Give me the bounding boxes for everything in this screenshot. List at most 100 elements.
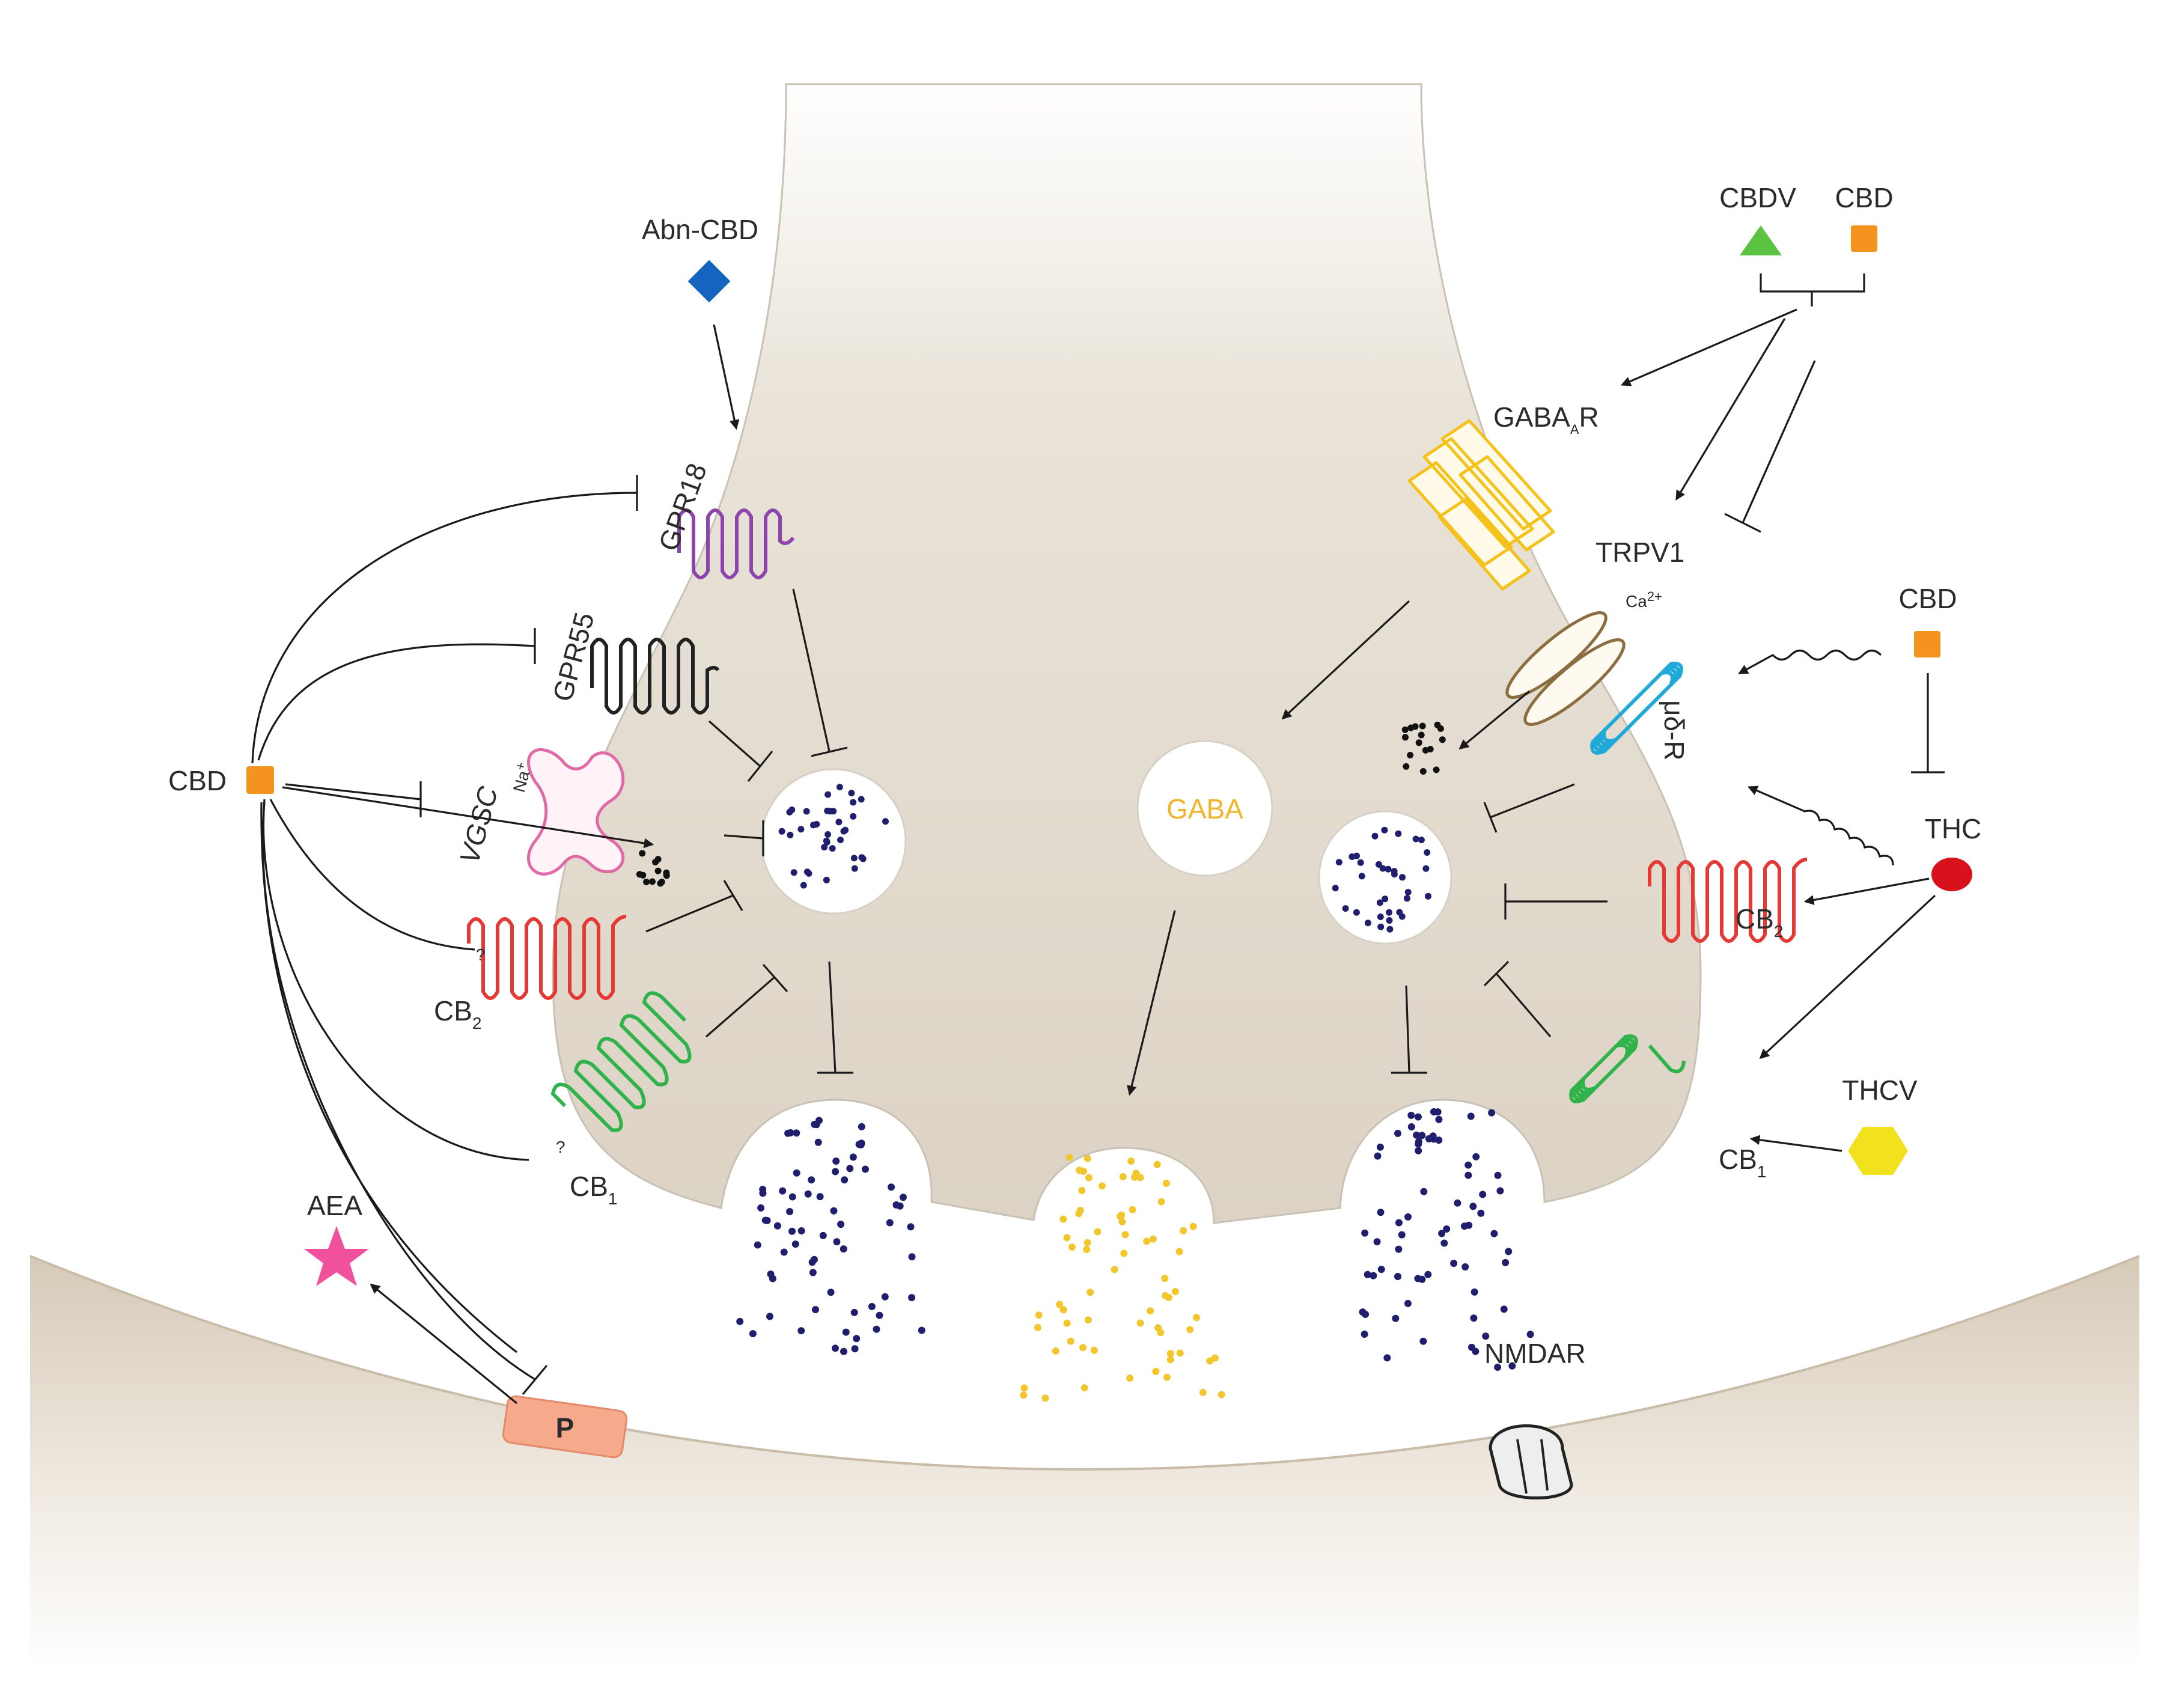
neurotransmitter-dot bbox=[1418, 837, 1425, 844]
neurotransmitter-dot bbox=[829, 845, 836, 852]
neurotransmitter-dot bbox=[1415, 1147, 1422, 1154]
neurotransmitter-dot bbox=[1494, 1171, 1502, 1179]
neurotransmitter-dot bbox=[1373, 1238, 1381, 1246]
neurotransmitter-dot bbox=[1353, 909, 1360, 916]
neurotransmitter-dot bbox=[1376, 1143, 1384, 1151]
neurotransmitter-dot bbox=[1415, 739, 1422, 746]
neurotransmitter-dot bbox=[1166, 1356, 1174, 1364]
p-label: P bbox=[556, 1412, 575, 1444]
neurotransmitter-dot bbox=[1398, 1231, 1406, 1239]
neurotransmitter-dot bbox=[1377, 923, 1385, 930]
neurotransmitter-dot bbox=[1078, 1186, 1086, 1194]
neurotransmitter-dot bbox=[1034, 1323, 1041, 1331]
connections bbox=[251, 273, 1945, 1405]
neurotransmitter-dot bbox=[918, 1326, 925, 1334]
neurotransmitter-dot bbox=[791, 1240, 799, 1248]
neurotransmitter-dot bbox=[868, 1303, 876, 1310]
neurotransmitter-dot bbox=[1079, 1344, 1087, 1352]
neurotransmitter-dot bbox=[827, 1289, 835, 1296]
neurotransmitter-dot bbox=[1377, 1266, 1385, 1273]
neurotransmitter-dot bbox=[1424, 1270, 1432, 1278]
cbdv-label: CBDV bbox=[1719, 182, 1796, 213]
neurotransmitter-dot bbox=[1443, 1225, 1451, 1233]
neurotransmitter-dot bbox=[862, 1165, 869, 1173]
cb1-receptor-right bbox=[1569, 1034, 1686, 1103]
neurotransmitter-dot bbox=[808, 1258, 816, 1266]
neurotransmitter-dot bbox=[1176, 1349, 1184, 1357]
neurotransmitter-dot bbox=[1157, 1198, 1165, 1206]
neurotransmitter-dot bbox=[888, 1183, 895, 1191]
neurotransmitter-dot bbox=[779, 1187, 787, 1195]
neurotransmitter-dot bbox=[1157, 1329, 1165, 1337]
neurotransmitter-dot bbox=[1377, 913, 1384, 920]
neurotransmitter-dot bbox=[1080, 1384, 1088, 1392]
neurotransmitter-dot bbox=[1381, 826, 1388, 834]
neurotransmitter-dot bbox=[1407, 724, 1415, 731]
neurotransmitter-dot bbox=[1186, 1326, 1194, 1334]
neurotransmitter-dot bbox=[1083, 1239, 1091, 1246]
neurotransmitter-dot bbox=[1386, 917, 1393, 924]
neurotransmitter-dot bbox=[1488, 1109, 1496, 1117]
neurotransmitter-dot bbox=[1147, 1307, 1154, 1315]
presynaptic-terminal bbox=[552, 83, 1702, 1224]
neurotransmitter-dot bbox=[1482, 1332, 1490, 1340]
neurotransmitter-dot bbox=[788, 1193, 796, 1201]
neurotransmitter-dot bbox=[1076, 1167, 1083, 1174]
neurotransmitter-dot bbox=[1335, 859, 1343, 866]
cbd-square-icon-right bbox=[1914, 631, 1940, 657]
neurotransmitter-dot bbox=[1364, 920, 1371, 927]
neurotransmitter-dot bbox=[1358, 873, 1365, 880]
ca-label: Ca2+ bbox=[1626, 589, 1662, 611]
neurotransmitter-dot bbox=[1342, 905, 1349, 912]
neurotransmitter-dot bbox=[1189, 1222, 1197, 1230]
neurotransmitter-dot bbox=[1385, 865, 1392, 873]
neurotransmitter-dot bbox=[1454, 1199, 1461, 1207]
neurotransmitter-dot bbox=[1084, 1316, 1092, 1324]
neurotransmitter-dot bbox=[1085, 1174, 1093, 1182]
neurotransmitter-dot bbox=[811, 1120, 818, 1128]
neurotransmitter-dot bbox=[1395, 830, 1402, 837]
neurotransmitter-dot bbox=[1211, 1354, 1219, 1362]
neurotransmitter-dot bbox=[639, 871, 647, 879]
neurotransmitter-dot bbox=[1127, 1157, 1135, 1165]
neurotransmitter-dot bbox=[1375, 861, 1382, 868]
neurotransmitter-dot bbox=[773, 1222, 781, 1230]
neurotransmitter-dot bbox=[1392, 1314, 1400, 1322]
neurotransmitter-dot bbox=[1422, 865, 1430, 872]
neurotransmitter-dot bbox=[788, 1227, 796, 1235]
neurotransmitter-dot bbox=[1171, 1288, 1179, 1296]
neurotransmitter-dot bbox=[1059, 1215, 1067, 1223]
cbd-square-icon-top bbox=[1851, 225, 1877, 252]
neurotransmitter-dot bbox=[1083, 1246, 1091, 1254]
neurotransmitter-dot bbox=[1192, 1314, 1200, 1322]
neurotransmitter-dot bbox=[826, 808, 834, 815]
neurotransmitter-dot bbox=[1450, 1260, 1458, 1267]
neurotransmitter-dot bbox=[1412, 835, 1419, 843]
neurotransmitter-dot bbox=[824, 831, 832, 838]
neurotransmitter-dot bbox=[1121, 1231, 1129, 1239]
neurotransmitter-dot bbox=[1399, 874, 1406, 881]
neurotransmitter-dot bbox=[1068, 1243, 1076, 1251]
neurotransmitter-dot bbox=[855, 1141, 863, 1148]
neurotransmitter-dot bbox=[1394, 1129, 1401, 1137]
neurotransmitter-dot bbox=[832, 1168, 840, 1176]
cbd-label-left: CBD bbox=[168, 765, 227, 796]
neurotransmitter-dot bbox=[654, 867, 662, 874]
neurotransmitter-dot bbox=[1439, 736, 1446, 743]
neurotransmitter-dot bbox=[1349, 853, 1356, 860]
neurotransmitter-dot bbox=[1161, 1275, 1169, 1283]
neurotransmitter-dot bbox=[1090, 1346, 1098, 1354]
neurotransmitter-dot bbox=[736, 1317, 744, 1325]
neurotransmitter-dots bbox=[636, 721, 1534, 1402]
neurotransmitter-dot bbox=[1404, 1299, 1412, 1307]
neurotransmitter-dot bbox=[1472, 1153, 1480, 1161]
neurotransmitter-dot bbox=[1153, 1161, 1161, 1168]
neurotransmitter-dot bbox=[1391, 871, 1398, 878]
neurotransmitter-dot bbox=[1469, 1203, 1477, 1210]
neurotransmitter-dot bbox=[1526, 1331, 1534, 1338]
neurotransmitter-dot bbox=[858, 854, 865, 861]
mu-delta-receptor-label: μδ-R bbox=[1659, 700, 1690, 761]
neurotransmitter-dot bbox=[1052, 1347, 1059, 1355]
gaba-label: GABA bbox=[1166, 793, 1243, 825]
